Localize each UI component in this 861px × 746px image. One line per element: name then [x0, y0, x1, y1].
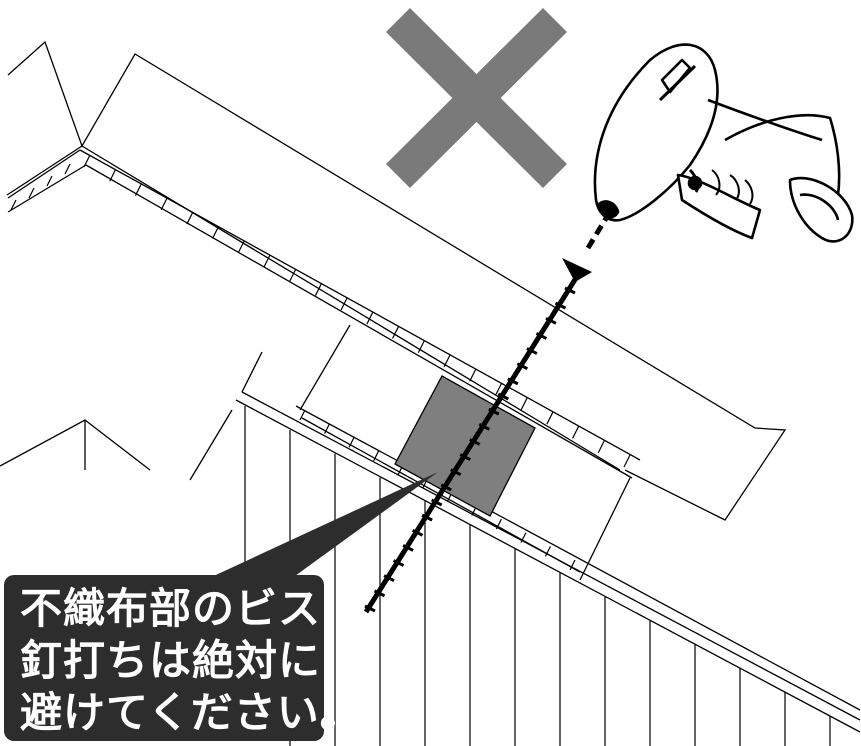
batten-tick	[340, 297, 348, 311]
screw-thread	[430, 498, 443, 507]
screw-thread	[535, 332, 548, 340]
batten-tick	[494, 383, 502, 396]
warning-callout: 不織布部のビス・ 釘打ちは絶対に 避けてください。	[4, 575, 365, 741]
screw-thread	[421, 513, 433, 522]
screw-thread	[459, 453, 471, 461]
screw-thread	[564, 286, 576, 295]
warning-line-3: 避けてください。	[20, 688, 363, 737]
roof-outline	[6, 40, 787, 521]
upper-batten-ticks	[10, 154, 631, 468]
batten-tick	[186, 211, 194, 225]
batten-tick	[237, 240, 245, 253]
batten-tick	[544, 546, 551, 557]
batten-tick	[373, 450, 380, 462]
screw-thread	[402, 544, 414, 552]
batten-tick	[569, 559, 576, 571]
batten-tick	[520, 397, 528, 411]
screw-thread	[440, 483, 452, 492]
batten-tick	[623, 454, 631, 468]
screw-thread	[364, 604, 376, 613]
batten-tick	[417, 340, 425, 353]
power-drill-icon	[593, 43, 854, 243]
batten-tick	[572, 426, 580, 439]
batten-tick	[324, 423, 331, 434]
batten-tick	[443, 354, 451, 368]
batten-tick	[314, 283, 322, 296]
screw-thread	[554, 301, 567, 310]
screw-icon	[363, 213, 611, 614]
batten-tick	[28, 187, 35, 199]
screw-thread	[450, 468, 462, 477]
warning-line-2: 釘打ちは絶対に	[20, 636, 322, 685]
screw-thread	[373, 589, 386, 598]
batten-tick	[160, 197, 168, 211]
batten-tick	[64, 163, 71, 175]
batten-tick	[546, 411, 554, 425]
screw-thread	[488, 407, 500, 416]
batten-tick	[299, 409, 306, 421]
cross-mark-icon	[386, 7, 567, 189]
batten-tick	[366, 311, 374, 325]
lower-structure	[0, 351, 861, 733]
warning-line-1: 不織布部のビス・	[20, 584, 365, 633]
screw-thread	[392, 559, 405, 567]
screw-thread	[478, 422, 490, 431]
upper-batten-strip	[7, 149, 641, 479]
batten-tick	[10, 199, 17, 211]
screw-thread	[526, 347, 538, 355]
screw-thread	[507, 377, 519, 386]
screw-thread	[411, 528, 424, 537]
batten-tick	[212, 226, 220, 239]
batten-tick	[289, 269, 297, 282]
batten-tick	[520, 532, 527, 543]
batten-tick	[392, 326, 400, 339]
screw-thread	[516, 362, 529, 371]
screw-thread	[383, 574, 395, 583]
batten-tick	[495, 518, 502, 530]
batten-tick	[348, 437, 355, 448]
callout-pointer	[205, 472, 438, 600]
batten-tick	[469, 369, 477, 382]
batten-tick	[83, 154, 91, 168]
batten-tick	[109, 169, 117, 182]
batten-tick	[46, 175, 53, 187]
batten-tick	[134, 183, 142, 196]
lower-batten-ticks	[299, 409, 576, 571]
screw-thread	[497, 392, 510, 401]
batten-tick	[263, 254, 271, 268]
nonwoven-fabric-area	[394, 375, 536, 517]
screw-thread	[545, 316, 557, 325]
batten-tick	[597, 440, 605, 453]
screw-thread	[469, 438, 481, 446]
